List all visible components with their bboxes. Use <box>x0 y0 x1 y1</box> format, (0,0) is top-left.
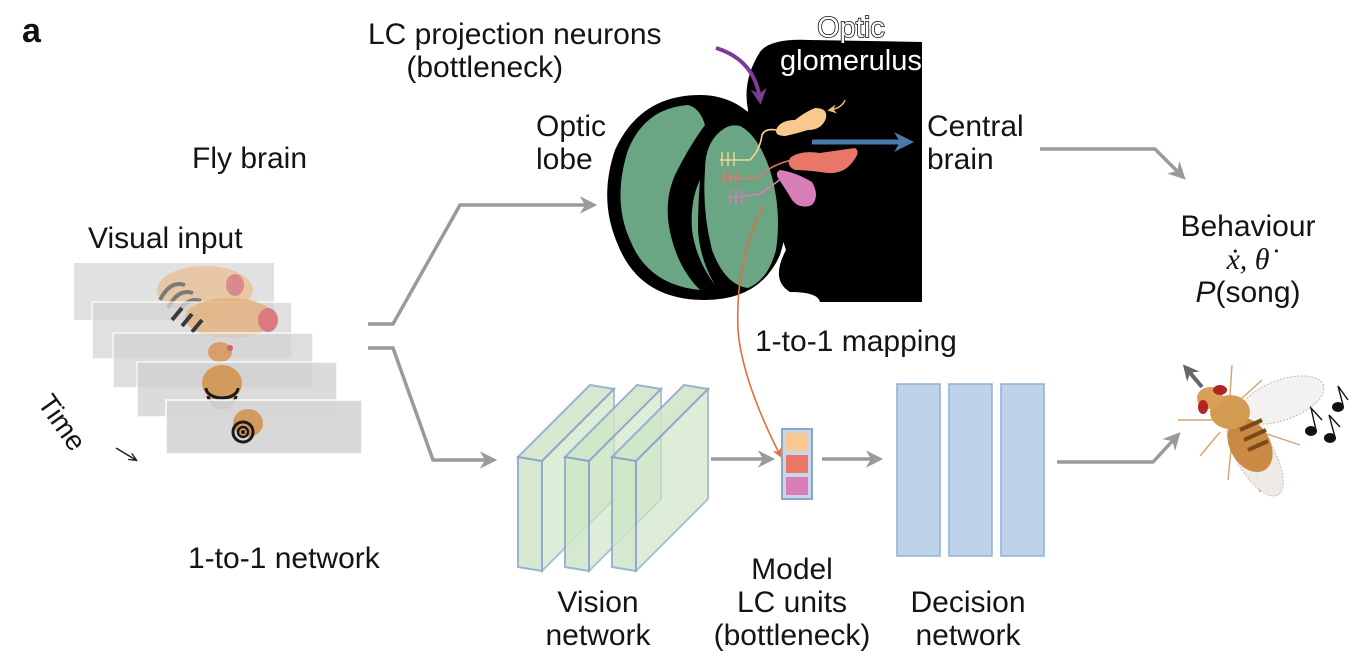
fly-shape-3 <box>208 342 233 362</box>
decision-layer-1 <box>896 383 941 557</box>
decision-layer-2 <box>948 383 993 557</box>
label-decision-network: Decision network <box>898 586 1038 652</box>
fly-heading-arrow <box>1182 364 1204 389</box>
behaviour-p-song: P(song) <box>1148 276 1348 309</box>
lc-projection-line1: LC projection neurons <box>368 18 662 51</box>
optic-glomerulus-pink <box>776 170 816 207</box>
model-line3: (bottleneck) <box>713 619 871 652</box>
label-1-to-1-network: 1-to-1 network <box>188 542 380 575</box>
optic-glomerulus-red <box>788 148 858 174</box>
panel-letter: a <box>22 12 41 50</box>
fly-illustration <box>1178 364 1325 497</box>
central-brain-line2: brain <box>927 143 994 176</box>
lc-neuron-pink <box>727 177 783 199</box>
optic-lobe-medulla <box>620 105 705 290</box>
label-model-lc-units: Model LC units (bottleneck) <box>697 553 887 652</box>
model-line2: LC units <box>736 586 848 619</box>
lc-projection-line2: (bottleneck) <box>406 51 564 84</box>
label-behaviour: Behaviour ẋ, θ̇ P(song) <box>1148 210 1348 309</box>
p-symbol: P <box>1195 276 1216 309</box>
arrow-to-brain <box>368 196 598 326</box>
song-text: (song) <box>1215 276 1301 309</box>
glomerulus-pointer <box>827 99 846 114</box>
vision-slab-3 <box>609 383 711 574</box>
fly-wing-top <box>1239 375 1325 425</box>
lc-neuron-yellow <box>720 128 777 161</box>
arrow-to-vision <box>368 346 498 469</box>
central-brain-line1: Central <box>927 110 1024 143</box>
optic-lobe-line1: Optic <box>536 110 607 143</box>
label-1-to-1-mapping: 1-to-1 mapping <box>755 325 957 358</box>
vision-network <box>515 383 711 574</box>
decision-network <box>896 383 1045 557</box>
lc-unit-yellow <box>786 433 808 451</box>
label-visual-input: Visual input <box>88 222 243 255</box>
arrow-to-fly <box>1057 432 1181 464</box>
optic-glomerulus-line2: glomerulus <box>779 44 922 78</box>
fly-shape-2 <box>170 298 278 338</box>
label-vision-network: Vision network <box>535 586 661 652</box>
optic-lobe-lobula <box>691 180 715 285</box>
lc-projection-arrow <box>715 46 767 105</box>
model-lc-units <box>781 428 813 500</box>
fly-eye-1 <box>1198 400 1208 414</box>
label-optic-lobe: Optic lobe <box>536 110 606 176</box>
decision-line1: Decision <box>910 586 1026 619</box>
label-fly-brain: Fly brain <box>192 142 308 175</box>
arrow-to-behaviour <box>1040 147 1186 180</box>
mapping-line <box>736 204 782 458</box>
fly-shape-5 <box>231 409 263 444</box>
vision-line2: network <box>545 619 651 652</box>
model-line1: Model <box>751 553 833 586</box>
label-lc-projection-neurons: LC projection neurons (bottleneck) <box>368 18 662 84</box>
behaviour-title: Behaviour <box>1180 210 1316 243</box>
label-optic-glomerulus: Optic glomerulus <box>779 11 922 78</box>
time-arrow <box>115 447 136 460</box>
decision-line2: network <box>915 619 1021 652</box>
fly-brain-illustration <box>607 39 922 302</box>
optic-lobe-line2: lobe <box>536 143 593 176</box>
frame-5 <box>165 399 363 455</box>
optic-glomerulus-line1: Optic <box>816 11 885 45</box>
label-central-brain: Central brain <box>927 110 1024 176</box>
vision-line1: Vision <box>557 586 639 619</box>
behaviour-variables: ẋ, θ̇ <box>1226 243 1270 276</box>
lc-neuron-red <box>722 159 793 179</box>
optic-lobe-lobula-plate <box>704 125 778 288</box>
fly-eye-2 <box>1213 385 1227 395</box>
lc-unit-red <box>786 455 808 473</box>
lc-unit-pink <box>786 477 808 495</box>
music-notes-icon <box>1305 385 1349 443</box>
optic-glomerulus-yellow <box>775 108 827 136</box>
decision-layer-3 <box>1000 383 1045 557</box>
visual-input-frames <box>74 263 363 455</box>
